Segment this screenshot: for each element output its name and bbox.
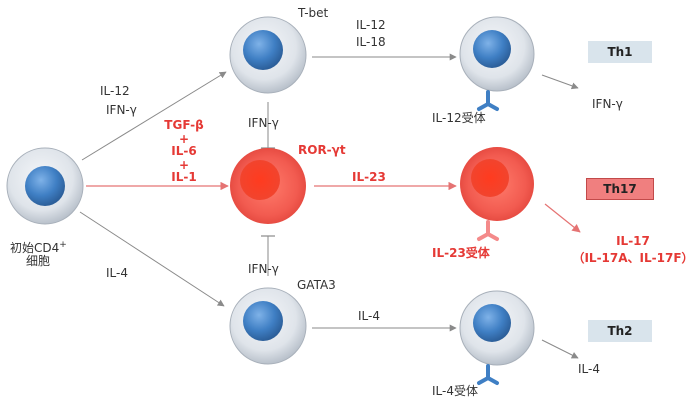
th1-mid-il12: IL-12	[356, 18, 386, 32]
th1-output-ifn: IFN-γ	[592, 97, 623, 111]
il4-receptor-icon	[477, 364, 499, 385]
th17-output-isoforms: （IL-17A、IL-17F）	[572, 251, 694, 265]
arrow-th2-out	[541, 339, 579, 359]
th2-inducer-il4: IL-4	[106, 266, 128, 280]
th1-subset-box: Th1	[588, 41, 652, 63]
th2-output-il4: IL-4	[578, 362, 600, 376]
arrow-th1-out	[541, 74, 579, 90]
th17-cell	[460, 147, 534, 221]
arrow-th17-out	[544, 203, 581, 233]
th2-precursor-cell	[229, 287, 307, 365]
th17-inducer-il1: IL-1	[171, 170, 197, 184]
ifn-down-label: IFN-γ	[248, 116, 279, 130]
th2-cell	[459, 290, 535, 366]
il23-receptor-icon	[477, 220, 499, 241]
il12-receptor-icon	[477, 90, 499, 111]
il23-receptor-label: IL-23受体	[432, 246, 490, 260]
th17-subset-box: Th17	[586, 178, 654, 200]
th1-mid-il18: IL-18	[356, 35, 386, 49]
th17-inducer-plus2: +	[178, 158, 190, 172]
ifn-up-label: IFN-γ	[248, 262, 279, 276]
th17-inducer-tgf: TGF-β	[164, 118, 204, 132]
th2-subset-box: Th2	[588, 320, 652, 342]
th1-cell	[459, 16, 535, 92]
il12-receptor-label: IL-12受体	[432, 111, 486, 125]
naive-cell-label-line2: 细胞	[26, 254, 51, 268]
th17-inducer-il6: IL-6	[171, 144, 197, 158]
gata3-label: GATA3	[297, 278, 336, 292]
arrow-naive-to-th2	[79, 211, 225, 307]
th1-inducer-ifn: IFN-γ	[106, 103, 137, 117]
il4-receptor-label: IL-4受体	[432, 384, 478, 398]
th2-mid-il4: IL-4	[358, 309, 380, 323]
th17-inducer-plus1: +	[178, 132, 190, 146]
naive-cell-label: 初始CD4+	[10, 240, 67, 255]
th17-precursor-cell	[230, 148, 306, 224]
th1-precursor-cell	[229, 16, 307, 94]
th1-inducer-il12: IL-12	[100, 84, 130, 98]
naive-cd4-cell	[6, 147, 84, 225]
ror-label: ROR-γt	[298, 143, 346, 157]
th17-output-il17: IL-17	[616, 234, 650, 248]
arrow-naive-to-th1	[81, 71, 227, 161]
tbet-label: T-bet	[298, 6, 329, 20]
th17-mid-il23: IL-23	[352, 170, 386, 184]
